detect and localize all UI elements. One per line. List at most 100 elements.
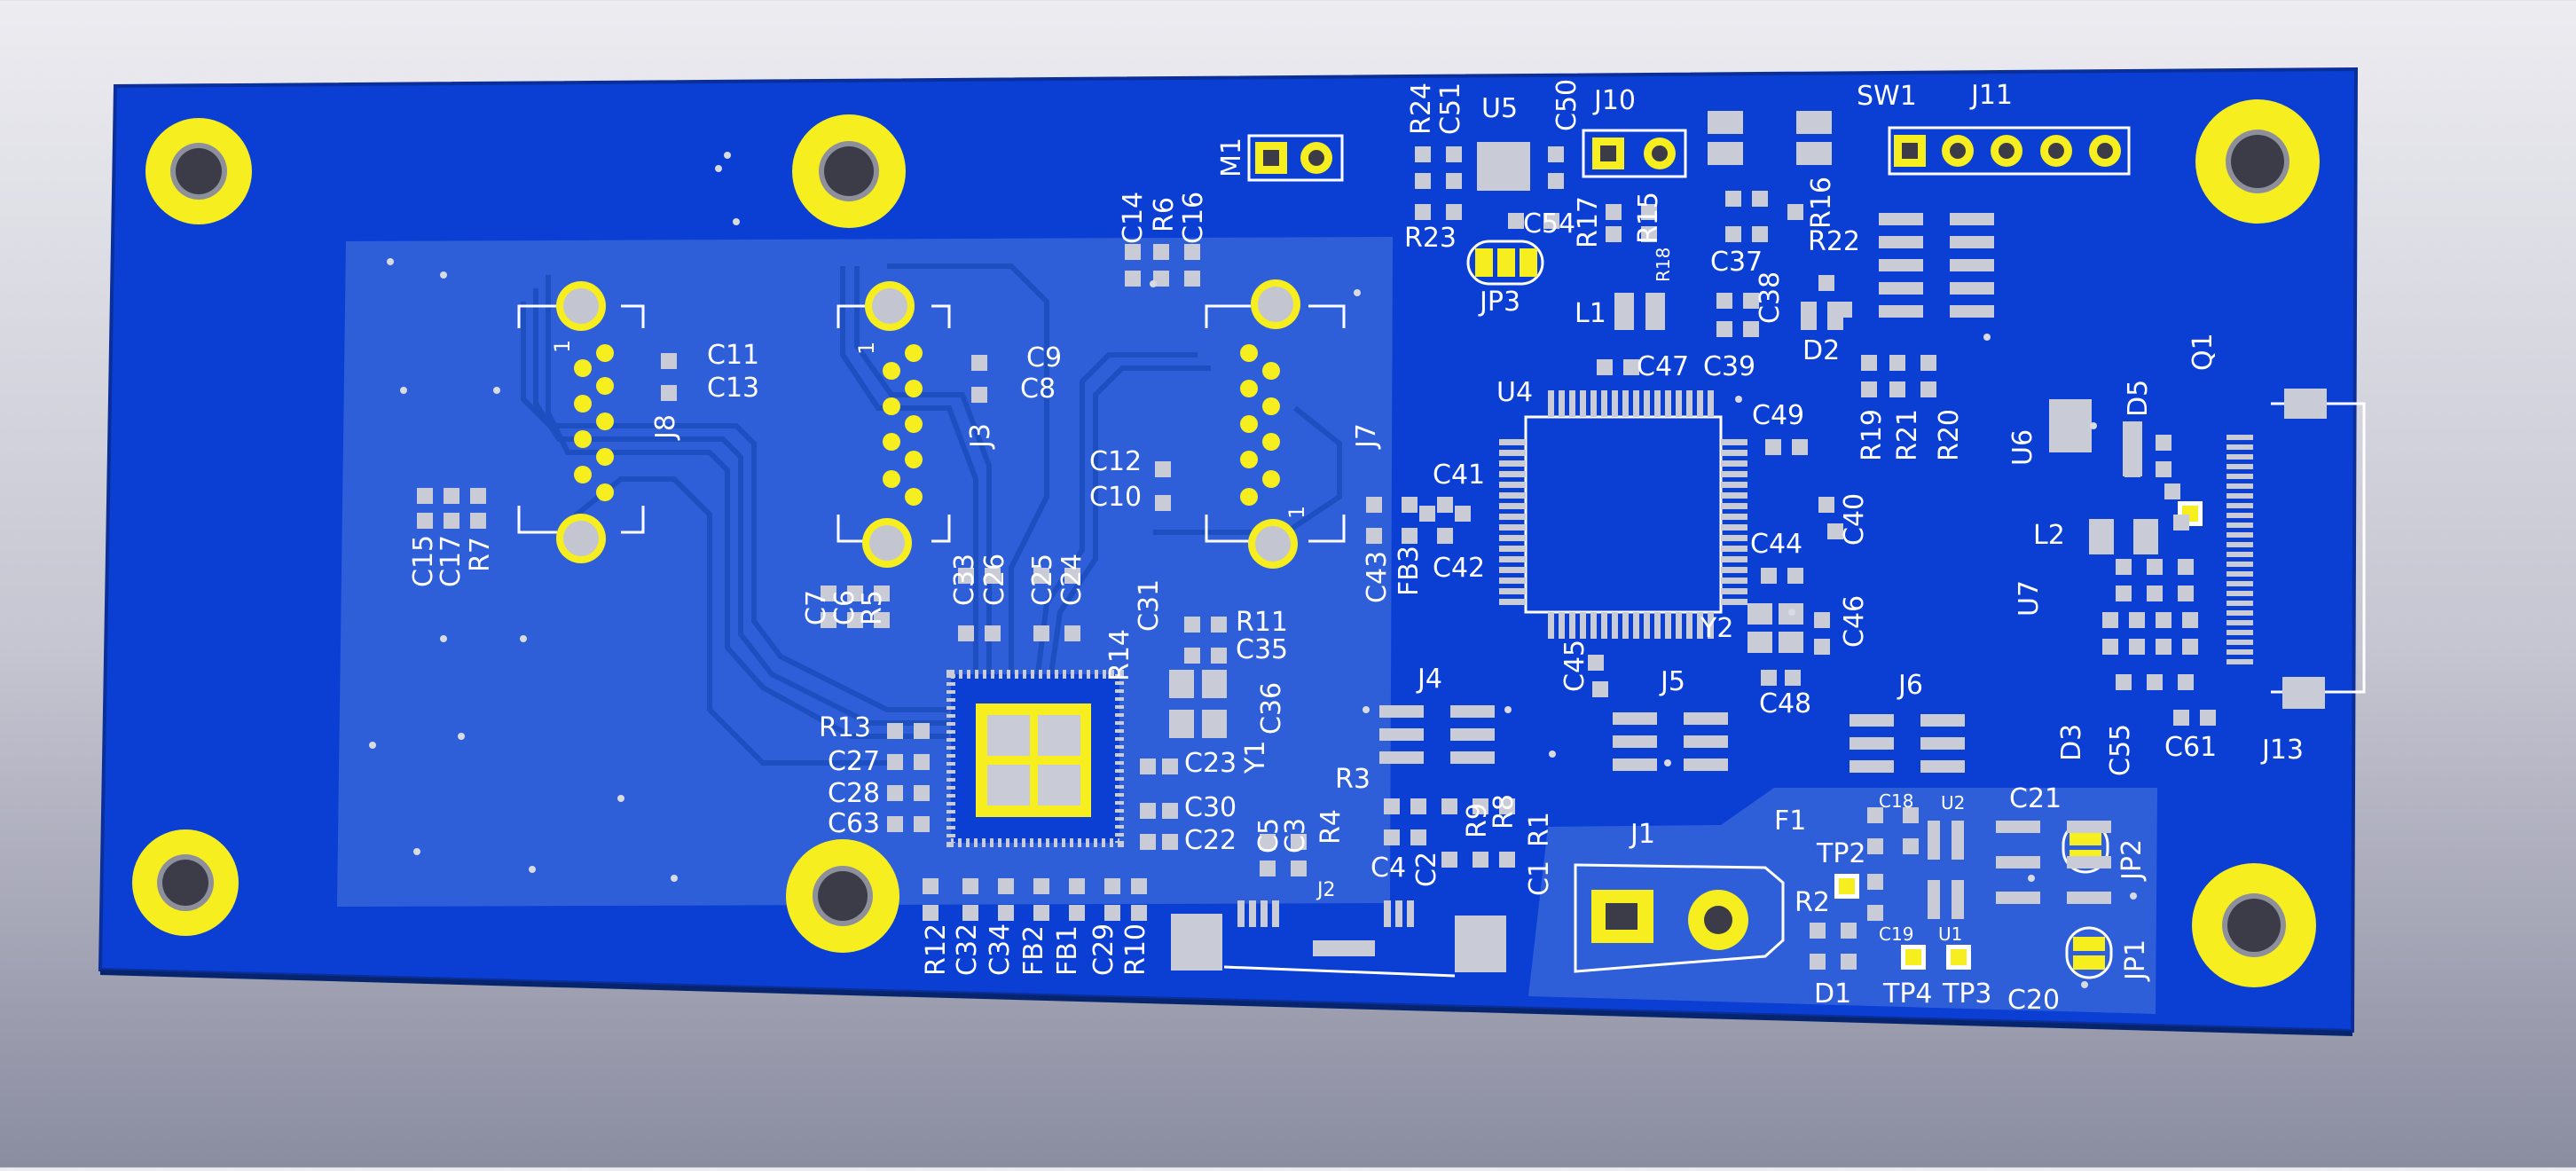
- pad: [1785, 670, 1801, 686]
- ref-C34: C34: [985, 923, 1016, 976]
- pad: [1721, 482, 1747, 488]
- pad: [1601, 390, 1607, 417]
- pad: [1410, 798, 1426, 814]
- pad: [1499, 535, 1526, 541]
- pad: [958, 568, 974, 584]
- pad: [1473, 798, 1488, 814]
- ref-C17: C17: [436, 535, 467, 587]
- pad: [1708, 111, 1743, 134]
- pad: [1104, 878, 1120, 894]
- pad: [1920, 355, 1936, 371]
- pad: [2116, 674, 2132, 690]
- ref-C46: C46: [1839, 595, 1870, 648]
- pad: [1814, 612, 1830, 628]
- ref-J11: J11: [1969, 80, 2013, 111]
- pad: [1473, 852, 1488, 868]
- pad: [1867, 838, 1883, 854]
- ref-JP3: JP3: [1478, 287, 1520, 318]
- pad: [1415, 146, 1431, 162]
- ref-Y2: Y2: [1700, 613, 1733, 644]
- pad: [1721, 450, 1747, 456]
- pad: [1654, 390, 1661, 417]
- ref-FB3: FB3: [1394, 546, 1425, 596]
- pad: [998, 905, 1014, 921]
- pad: [1861, 355, 1877, 371]
- jumper-JP1: [2065, 926, 2113, 979]
- pad: [1590, 390, 1597, 417]
- ref-U4: U4: [1496, 377, 1533, 408]
- pad: [1069, 905, 1085, 921]
- ref-C28: C28: [828, 778, 880, 809]
- pad: [1686, 390, 1692, 417]
- via: [1549, 751, 1556, 758]
- pad: [1508, 213, 1524, 229]
- pad: [1499, 588, 1526, 594]
- pad: [1499, 599, 1526, 605]
- pad: [1415, 204, 1431, 220]
- pad: [1548, 146, 1564, 162]
- pad: [1125, 244, 1141, 260]
- pad: [1140, 803, 1156, 819]
- pad: [1606, 226, 1622, 242]
- pad: [2147, 559, 2163, 575]
- via: [387, 258, 394, 265]
- pad: [1446, 204, 1462, 220]
- pad: [1155, 495, 1171, 511]
- pad: [2133, 519, 2158, 554]
- ref-C13: C13: [707, 373, 759, 404]
- ref-TP2: TP2: [1816, 838, 1866, 869]
- pad: [1379, 705, 1424, 718]
- pad: [470, 488, 486, 504]
- ref-D5: D5: [2123, 380, 2154, 417]
- pad: [1499, 514, 1526, 520]
- ref-U6: U6: [2007, 429, 2038, 466]
- pad: [1559, 612, 1565, 639]
- pad: [1169, 670, 1194, 698]
- ref-J1: J1: [1629, 819, 1655, 850]
- pad: [2227, 591, 2253, 596]
- pad: [1996, 821, 2040, 833]
- usb-J2: [1171, 900, 1506, 978]
- pad: [1153, 271, 1169, 287]
- pad: [1580, 390, 1586, 417]
- pad: [1708, 390, 1714, 417]
- pad: [2227, 542, 2253, 547]
- ref-D2: D2: [1802, 335, 1840, 366]
- pad: [2227, 552, 2253, 557]
- pad: [2227, 659, 2253, 664]
- via: [1735, 396, 1742, 403]
- pad: [2129, 639, 2145, 655]
- pad: [1419, 506, 1435, 522]
- pad: [1211, 617, 1227, 633]
- pad: [2227, 601, 2253, 606]
- pad: [2049, 399, 2092, 452]
- pad: [1996, 856, 2040, 868]
- pad: [1950, 213, 1994, 225]
- pad: [1708, 612, 1714, 639]
- pad: [1903, 838, 1919, 854]
- pad: [1569, 390, 1575, 417]
- ref-R13: R13: [819, 712, 871, 743]
- ref-D1: D1: [1814, 978, 1851, 1010]
- ref-C4: C4: [1370, 853, 1406, 884]
- pad: [1827, 302, 1843, 330]
- ref-C45: C45: [1559, 640, 1590, 692]
- pad: [1543, 213, 1559, 229]
- pad: [1548, 390, 1554, 417]
- pad: [1950, 259, 1994, 271]
- pad: [2067, 821, 2111, 833]
- pad: [2227, 503, 2253, 508]
- ref-R8: R8: [1488, 794, 1520, 829]
- pad: [2227, 523, 2253, 528]
- ref-C37: C37: [1710, 247, 1763, 278]
- via: [413, 848, 420, 855]
- ref-J7-pin1: 1: [1284, 506, 1309, 519]
- via: [440, 635, 447, 642]
- pad: [1613, 712, 1657, 725]
- ref-R2: R2: [1795, 887, 1830, 918]
- pad: [1796, 142, 1832, 165]
- pad: [1928, 880, 1940, 919]
- ref-F1: F1: [1774, 806, 1806, 837]
- pad: [1450, 705, 1495, 718]
